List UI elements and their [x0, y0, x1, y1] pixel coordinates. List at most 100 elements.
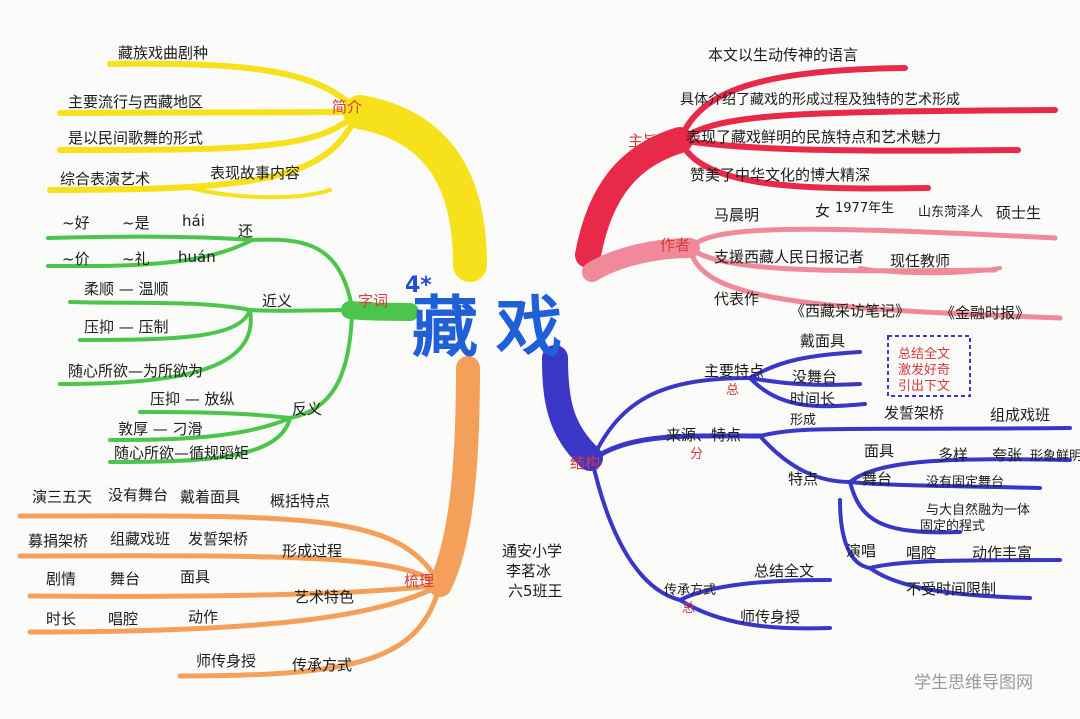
jiegou-wt-2: 与大自然融为一体	[926, 502, 1030, 518]
jiegou-zong2-2: 师传身授	[740, 608, 800, 626]
jiegou-note-1: 总结全文	[898, 346, 950, 362]
zici-fanyi-1: 压抑 — 放纵	[150, 390, 235, 408]
jiegou-note-2: 激发好奇	[898, 362, 950, 378]
zici-fanyi-title: 反义	[292, 400, 322, 418]
jiegou-zong1-item-3: 时间长	[790, 390, 835, 408]
zici-huan-r2-a: ~价	[62, 250, 90, 268]
jiegou-mianju: 面具	[864, 442, 894, 460]
jiegou-mj-3: 形象鲜明	[1030, 449, 1080, 464]
jianjie-item-4: 综合表演艺术	[60, 170, 150, 188]
shuli-title: 梳理	[404, 572, 434, 590]
zici-huan-r2-c: huán	[178, 248, 216, 266]
jiegou-zong2-label: 传承方式	[664, 582, 716, 598]
center-title: 藏戏	[412, 289, 580, 366]
shuli-r1-label: 概括特点	[270, 492, 330, 510]
shuli-r4-1: 时长	[46, 610, 76, 628]
jiegou-fen-label: 来源、特点	[666, 426, 741, 444]
zhuzhi-item-4: 赞美了中华文化的博大精深	[690, 166, 870, 184]
branch-zuozhe-lines	[582, 226, 1063, 321]
zhuzhi-title: 主旨	[628, 132, 658, 150]
zici-fanyi-3: 随心所欲—循规蹈矩	[114, 444, 249, 462]
zici-fanyi-2: 敦厚 — 刁滑	[118, 420, 203, 438]
zici-jinyi-3: 随心所欲—为所欲为	[68, 362, 203, 380]
zici-huan-r1-a: ~好	[62, 214, 90, 232]
zuozhe-degree: 硕士生	[996, 204, 1041, 222]
shuli-r4-2: 唱腔	[108, 610, 138, 628]
jiegou-yc-3: 不受时间限制	[906, 580, 996, 598]
shuli-r5-label: 传承方式	[292, 656, 352, 674]
zuozhe-title: 作者	[660, 236, 690, 254]
shuli-r2-1: 募捐架桥	[28, 532, 88, 550]
branch-zici-lines	[46, 234, 419, 464]
zuozhe-job2: 现任教师	[890, 252, 950, 270]
zhuzhi-item-1: 本文以生动传神的语言	[708, 46, 858, 64]
jianjie-item-2: 主要流行与西藏地区	[68, 93, 203, 111]
jiegou-wutai: 舞台	[862, 470, 892, 488]
jiegou-zong1-label: 主要特点	[704, 362, 764, 380]
author-line-2: 李茗冰	[506, 562, 551, 580]
jiegou-yc-2: 动作丰富	[972, 544, 1032, 562]
shuli-r4-3: 动作	[188, 608, 218, 626]
author-line-3: 六5班王	[508, 582, 563, 600]
zuozhe-name: 马晨明	[714, 206, 759, 224]
jiegou-mj-1: 多样	[938, 446, 968, 464]
jiegou-xingcheng: 形成	[790, 413, 816, 428]
jiegou-tedian: 特点	[788, 470, 818, 488]
shuli-r2-label: 形成过程	[282, 542, 342, 560]
zuozhe-gender: 女	[815, 202, 830, 220]
shuli-r1-1: 演三五天	[32, 488, 92, 506]
jiegou-note-box	[887, 335, 971, 397]
shuli-r1-2: 没有舞台	[108, 486, 168, 504]
shuli-r3-1: 剧情	[46, 570, 76, 588]
jiegou-zong1-item-1: 戴面具	[800, 332, 845, 350]
watermark: 学生思维导图网	[914, 673, 1033, 693]
jiegou-xc-1: 发誓架桥	[884, 404, 944, 422]
zuozhe-works-label: 代表作	[714, 290, 759, 308]
jiegou-note-3: 引出下文	[898, 379, 950, 394]
zuozhe-job1: 支援西藏人民日报记者	[714, 248, 864, 266]
zici-huan-r1-c: hái	[182, 212, 205, 230]
jiegou-zong2-tag: 总	[682, 601, 695, 616]
jiegou-wt-3: 固定的程式	[920, 518, 985, 534]
shuli-r3-label: 艺术特色	[294, 588, 354, 606]
branch-jianjie-lines	[47, 60, 487, 282]
shuli-r3-3: 面具	[180, 568, 210, 586]
branch-shuli-lines	[17, 356, 480, 679]
jiegou-zong1-item-2: 没舞台	[792, 368, 837, 386]
zici-jinyi-2: 压抑 — 压制	[84, 318, 169, 336]
shuli-r5-1: 师传身授	[196, 652, 256, 670]
zuozhe-hometown: 山东菏泽人	[918, 205, 983, 220]
zici-huan-r1-b: ~是	[122, 214, 150, 232]
jianjie-item-5: 表现故事内容	[210, 164, 300, 182]
zhuzhi-item-3: 表现了藏戏鲜明的民族特点和艺术魅力	[686, 128, 941, 146]
author-line-1: 通安小学	[502, 542, 562, 560]
jiegou-mj-2: 夸张	[992, 446, 1022, 464]
jianjie-item-3: 是以民间歌舞的形式	[68, 129, 203, 147]
jiegou-fen-tag: 分	[690, 447, 703, 462]
jiegou-zong1-tag: 总	[726, 383, 739, 398]
jiegou-yanchang: 演唱	[846, 542, 876, 560]
zuozhe-work-2: 《金融时报》	[940, 304, 1030, 322]
jiegou-xc-2: 组成戏班	[990, 406, 1050, 424]
zici-title: 字词	[358, 292, 388, 310]
branch-zhuzhi-lines	[575, 65, 1058, 268]
jiegou-wt-1: 没有固定舞台	[926, 475, 1004, 490]
shuli-r2-2: 组藏戏班	[110, 530, 170, 548]
branch-jiegou-lines	[542, 345, 1072, 631]
jiegou-zong2-1: 总结全文	[754, 562, 814, 580]
zici-huan-r2-b: ~礼	[122, 250, 150, 268]
jianjie-item-1: 藏族戏曲剧种	[118, 44, 208, 62]
shuli-r1-3: 戴着面具	[180, 488, 240, 506]
zhuzhi-item-2: 具体介绍了藏戏的形成过程及独特的艺术形成	[680, 92, 960, 108]
shuli-r2-3: 发誓架桥	[188, 530, 248, 548]
jiegou-title: 结构	[570, 454, 600, 472]
jiegou-yc-1: 唱腔	[906, 544, 936, 562]
shuli-r3-2: 舞台	[110, 570, 140, 588]
center-number: 4*	[405, 273, 432, 298]
jianjie-title: 简介	[332, 98, 362, 116]
zici-jinyi-title: 近义	[262, 292, 292, 310]
zici-jinyi-1: 柔顺 — 温顺	[84, 280, 169, 298]
zuozhe-born: 1977年生	[835, 201, 894, 216]
zuozhe-work-1: 《西藏采访笔记》	[790, 302, 910, 320]
